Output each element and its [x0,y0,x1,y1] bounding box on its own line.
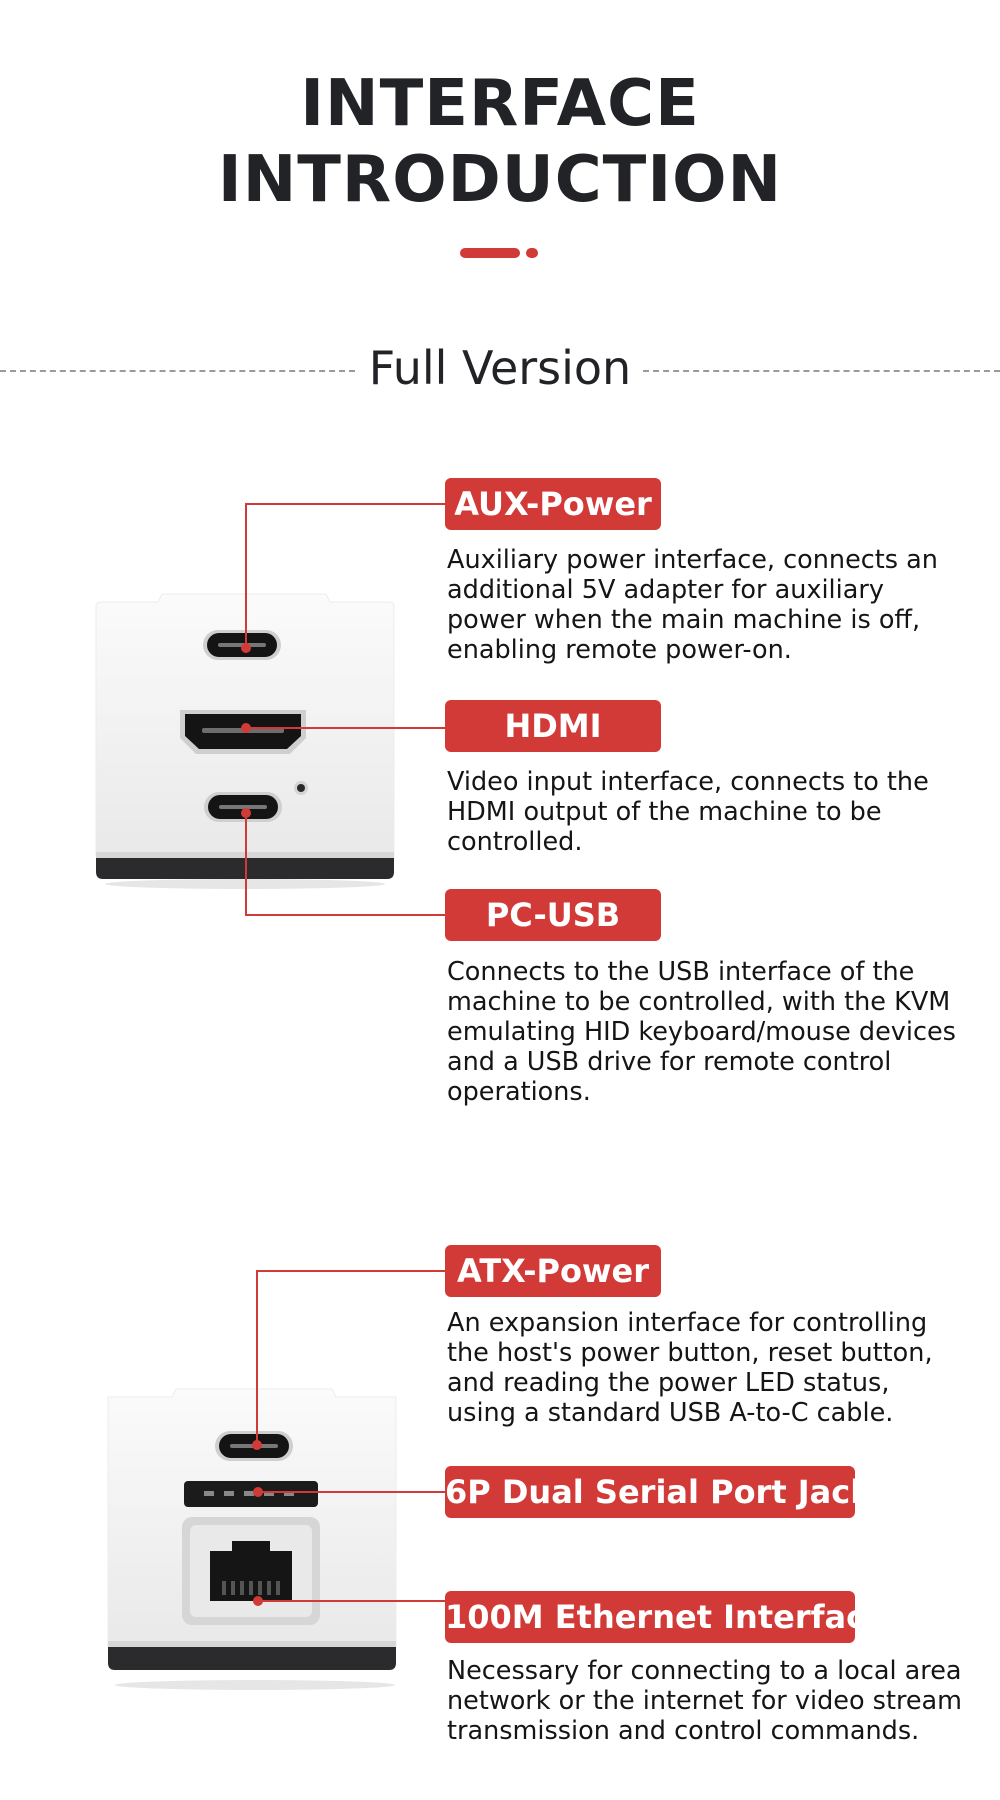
title-accent-bar [460,248,520,258]
atx-power-label: ATX-Power [445,1245,661,1297]
page-title: INTERFACE INTRODUCTION [0,66,1000,218]
atx-power-description: An expansion interface for controlling t… [447,1308,933,1428]
serial-callout-line [258,1491,445,1493]
ethernet-callout-dot [253,1596,263,1606]
hdmi-callout-line [246,727,445,729]
aux-power-label: AUX-Power [445,478,661,530]
aux-power-description: Auxiliary power interface, connects an a… [447,545,938,665]
aux-power-callout-line [245,503,445,505]
section-divider-right [643,370,1000,372]
title-accent-dot [526,248,538,258]
pc-usb-callout-drop [245,811,247,916]
hdmi-callout-dot [241,723,251,733]
ethernet-port-icon [182,1517,320,1625]
title-line-2: INTRODUCTION [217,143,783,217]
hdmi-description: Video input interface, connects to the H… [447,767,929,857]
atx-power-callout-line [256,1270,445,1272]
section-divider-left [0,370,355,372]
serial-callout-dot [253,1487,263,1497]
title-line-1: INTERFACE [300,67,700,141]
pc-usb-label: PC-USB [445,889,661,941]
kvm-rear-device [107,1388,397,1690]
ethernet-label: 100M Ethernet Interface [445,1591,887,1643]
aux-power-callout-drop [245,503,247,649]
pc-usb-callout-line [245,914,445,916]
serial-port-label: 6P Dual Serial Port Jack [445,1466,872,1518]
pc-usb-port-icon [204,792,282,822]
pc-usb-callout-dot [241,808,251,818]
aux-power-callout-dot [241,643,251,653]
hdmi-label: HDMI [445,700,661,752]
pc-usb-description: Connects to the USB interface of the mac… [447,957,956,1107]
ethernet-description: Necessary for connecting to a local area… [447,1656,963,1746]
section-title: Full Version [368,341,632,395]
atx-power-callout-drop [256,1270,258,1444]
atx-power-callout-dot [252,1440,262,1450]
ethernet-callout-line [258,1600,445,1602]
serial-port-jack-icon [184,1481,318,1507]
